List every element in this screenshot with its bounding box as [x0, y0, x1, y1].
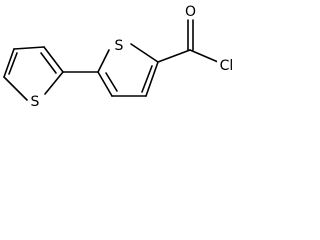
atom-s-center-ring: S	[115, 38, 124, 54]
bond-carbonyl-to-cl	[189, 49, 219, 63]
bond-left-c2-c1-inner-double	[40, 52, 57, 74]
bond-left-c2-c1	[43, 46, 64, 73]
atom-s-left-bg	[28, 92, 42, 109]
atom-s-left-ring: S	[31, 94, 40, 110]
bond-left-c3-c4-inner-double	[8, 52, 18, 75]
atom-o-carbonyl: O	[185, 4, 196, 20]
bond-center-c3-c2	[97, 71, 113, 97]
atom-cl: Cl	[220, 58, 234, 74]
bond-left-s-c4	[3, 76, 28, 101]
bond-ring-to-carbonyl	[157, 49, 191, 63]
bond-center-c5-c4	[145, 61, 159, 97]
bond-center-s-c5	[130, 43, 159, 63]
bond-center-c5-c4-inner-double	[141, 65, 153, 93]
bond-center-c2-s	[97, 49, 110, 73]
bond-left-c1-s	[44, 71, 64, 95]
structure-diagram: O S S Cl	[0, 0, 250, 122]
bond-left-c4-c3	[3, 48, 15, 78]
atom-cl-bg	[217, 56, 236, 73]
molecule-drawing: O S S Cl	[3, 2, 236, 110]
bond-center-c3-c2-inner-double	[105, 72, 118, 92]
atom-o-bg	[183, 2, 198, 19]
atom-s-center-bg	[112, 36, 126, 53]
bond-left-c3-c2	[13, 46, 45, 50]
